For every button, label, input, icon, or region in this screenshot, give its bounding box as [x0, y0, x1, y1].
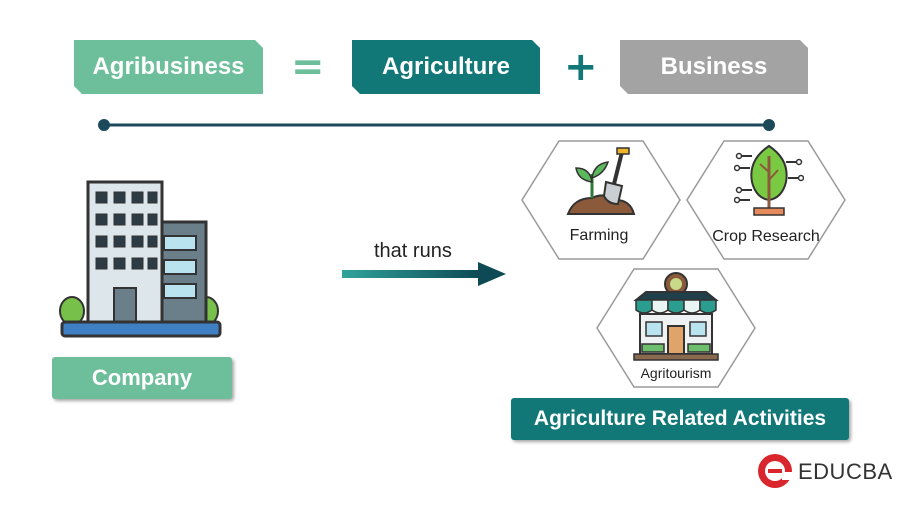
activities-title: Agriculture Related Activities [533, 407, 827, 430]
company-tag: Company [52, 357, 232, 399]
seedling-shovel-icon [566, 147, 636, 215]
agribusiness-label: Agribusiness [92, 53, 245, 80]
agritourism-label: Agritourism [640, 365, 712, 381]
farm-shop-icon [633, 272, 719, 361]
activities-title-tag: Agriculture Related Activities [511, 398, 849, 440]
company-label: Company [91, 365, 193, 390]
agribusiness-tag: Agribusiness [74, 40, 263, 94]
equals-sign: = [291, 44, 325, 90]
crop-research-label: Crop Research [712, 228, 820, 245]
building-icon [59, 180, 222, 338]
educba-logo-icon [758, 454, 794, 488]
business-label: Business [660, 53, 768, 80]
agriculture-label: Agriculture [381, 53, 510, 80]
business-tag: Business [620, 40, 808, 94]
plant-circuit-icon [734, 144, 804, 216]
brand-name: EDUCBA [798, 459, 893, 484]
connector-line [98, 119, 775, 131]
farming-label: Farming [569, 227, 629, 244]
right-arrow-icon [342, 262, 506, 286]
arrow-label: that runs [374, 240, 452, 262]
plus-sign: + [564, 44, 598, 90]
agriculture-tag: Agriculture [352, 40, 540, 94]
